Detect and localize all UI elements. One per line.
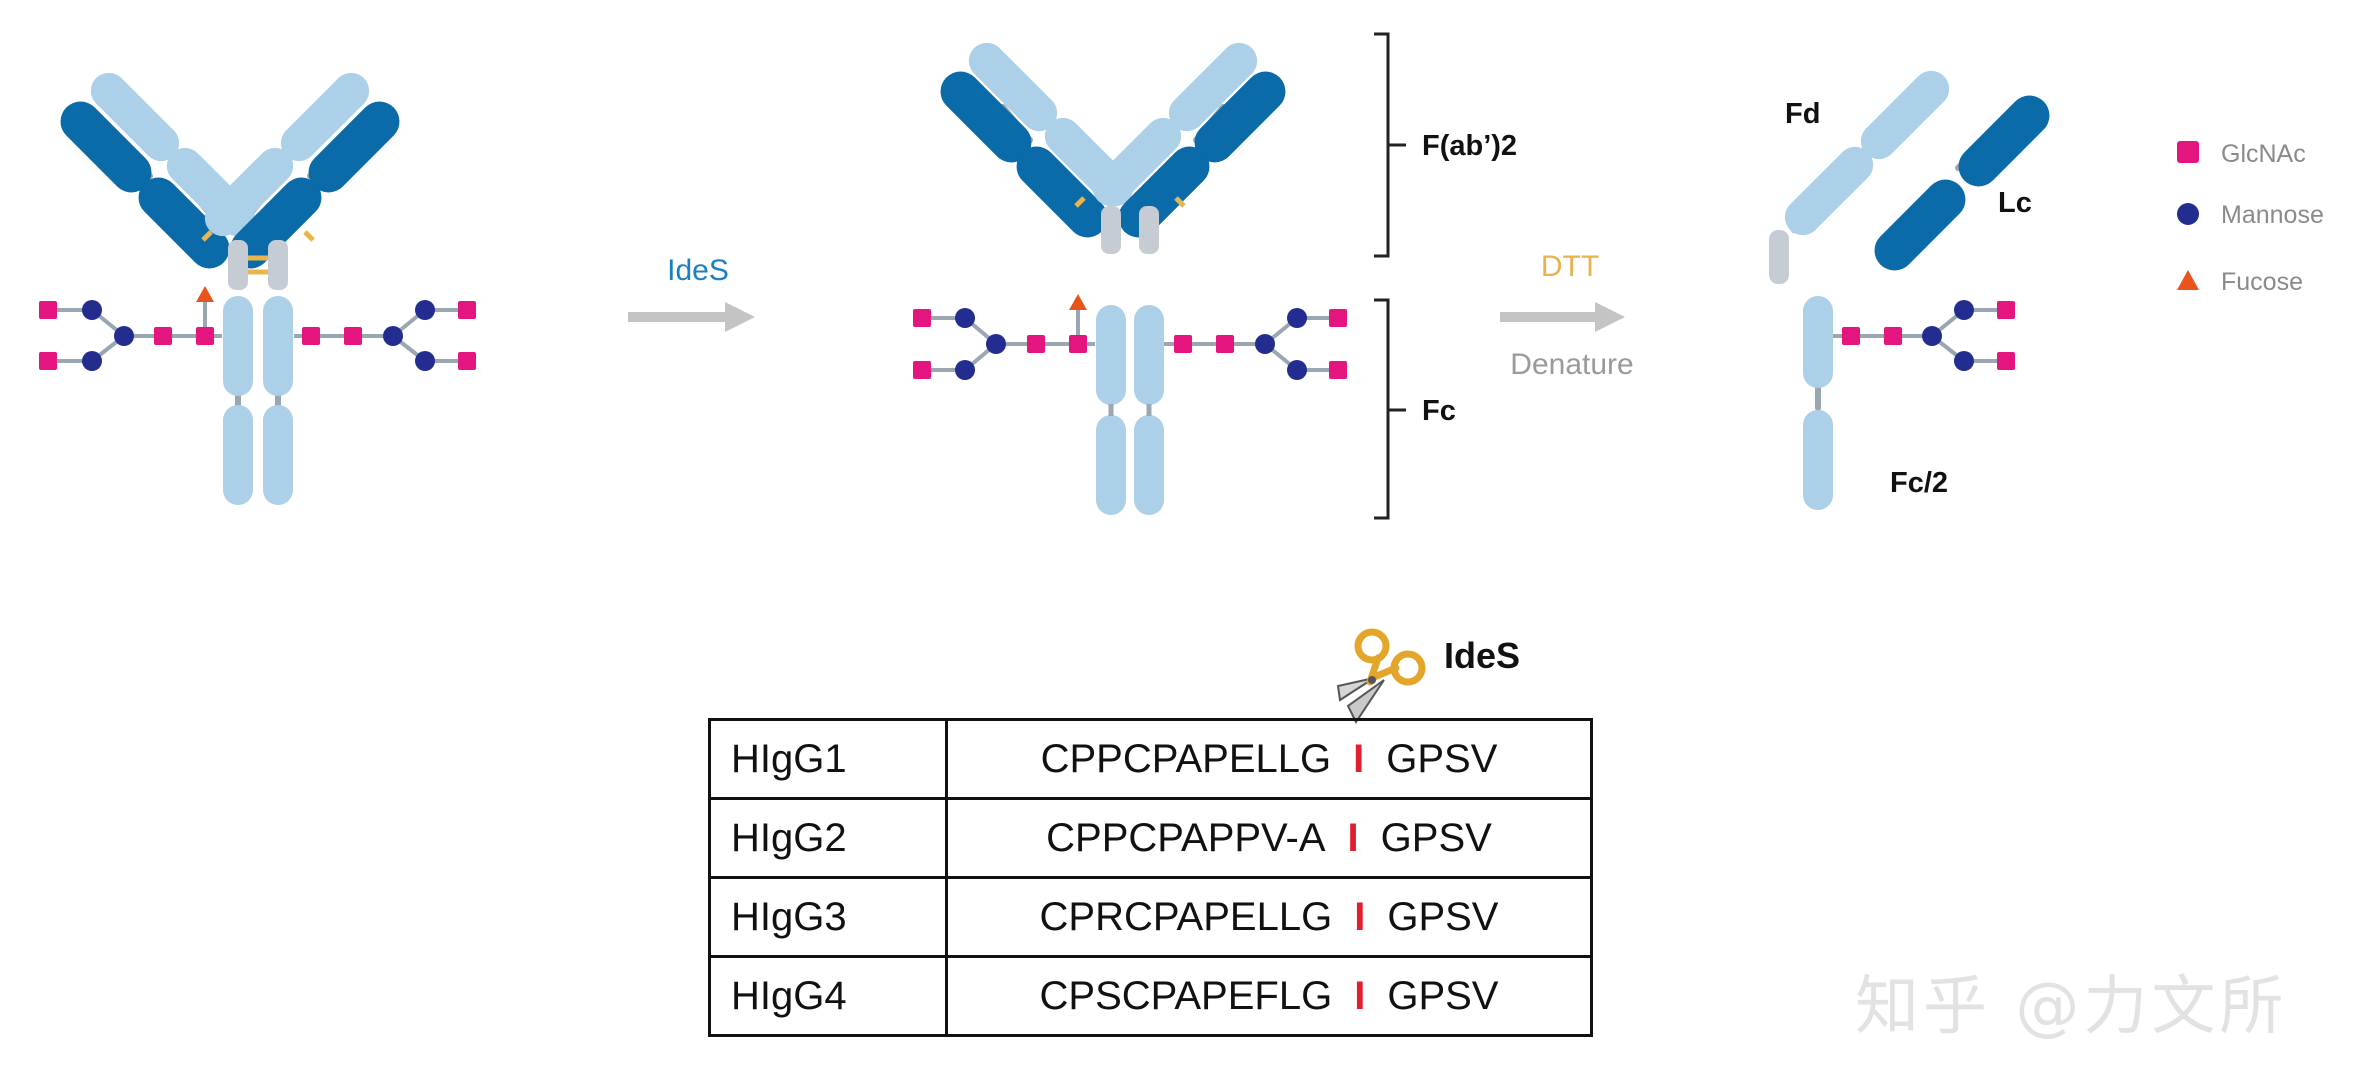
fc-half-label: Fc/2 <box>1890 467 1948 499</box>
fab2-fragment <box>940 42 1286 254</box>
fab2-label: F(ab’)2 <box>1422 130 1517 162</box>
glcnac-legend-marker <box>2177 141 2199 163</box>
glycan-left <box>913 294 1095 380</box>
cleavage-mark: I <box>1347 815 1359 860</box>
glycan-right <box>294 300 476 371</box>
intact-antibody <box>39 72 476 505</box>
table-row: HIgG4 CPSCPAPEFLG I GPSV <box>708 955 1593 1037</box>
reduced-fragments <box>1769 70 2050 510</box>
sequence-cell: CPPCPAPELLG I GPSV <box>945 718 1593 800</box>
fc-bracket <box>1374 298 1406 520</box>
sequence-right: GPSV <box>1387 894 1499 939</box>
legend: GlcNAc Mannose Fucose <box>2177 140 2324 296</box>
lc-label: Lc <box>1998 187 2032 219</box>
cleavage-mark: I <box>1354 894 1366 939</box>
fucose-legend-marker <box>2177 270 2199 290</box>
subclass-name: HIgG4 <box>708 955 948 1037</box>
fab2-bracket <box>1374 32 1406 258</box>
sequence-cell: CPSCPAPEFLG I GPSV <box>945 955 1593 1037</box>
sequence-left: CPPCPAPPV-A <box>1046 815 1326 860</box>
legend-label-fucose: Fucose <box>2221 268 2303 296</box>
cleavage-enzyme-label: IdeS <box>1444 635 1520 676</box>
sequence-right: GPSV <box>1386 736 1498 781</box>
ides-step-arrow: IdeS <box>628 254 755 332</box>
fc-fragment <box>913 294 1347 515</box>
table-row: HIgG3 CPRCPAPELLG I GPSV <box>708 876 1593 958</box>
sequence-left: CPRCPAPELLG <box>1039 894 1333 939</box>
fd-label: Fd <box>1785 98 1820 130</box>
subclass-name: HIgG2 <box>708 797 948 879</box>
subclass-name: HIgG1 <box>708 718 948 800</box>
denature-step-label: Denature <box>1510 348 1633 381</box>
cleavage-site-table: HIgG1 CPPCPAPELLG I GPSV HIgG2 CPPCPAPPV-A… <box>708 718 1593 1037</box>
sequence-cell: CPRCPAPELLG I GPSV <box>945 876 1593 958</box>
glycan-right <box>1164 308 1347 380</box>
glycan-left <box>39 286 222 371</box>
sequence-right: GPSV <box>1380 815 1492 860</box>
legend-label-mannose: Mannose <box>2221 201 2324 229</box>
cleavage-mark: I <box>1353 736 1365 781</box>
watermark: 知乎 @力文所 <box>1855 970 2288 1044</box>
sequence-left: CPSCPAPEFLG <box>1039 973 1333 1018</box>
legend-label-glcnac: GlcNAc <box>2221 140 2306 168</box>
cleavage-mark: I <box>1354 973 1366 1018</box>
fc-label: Fc <box>1422 395 1456 427</box>
table-row: HIgG1 CPPCPAPELLG I GPSV <box>708 718 1593 800</box>
glycan-fc-half <box>1833 300 2015 371</box>
ides-step-label: IdeS <box>667 254 729 287</box>
table-row: HIgG2 CPPCPAPPV-A I GPSV <box>708 797 1593 879</box>
sequence-left: CPPCPAPELLG <box>1040 736 1332 781</box>
mannose-legend-marker <box>2177 203 2199 225</box>
scissors-icon <box>1336 628 1426 724</box>
subclass-name: HIgG3 <box>708 876 948 958</box>
sequence-right: GPSV <box>1387 973 1499 1018</box>
dtt-step-label: DTT <box>1541 250 1599 283</box>
sequence-cell: CPPCPAPPV-A I GPSV <box>945 797 1593 879</box>
dtt-step-arrow: DTT Denature <box>1500 250 1634 381</box>
